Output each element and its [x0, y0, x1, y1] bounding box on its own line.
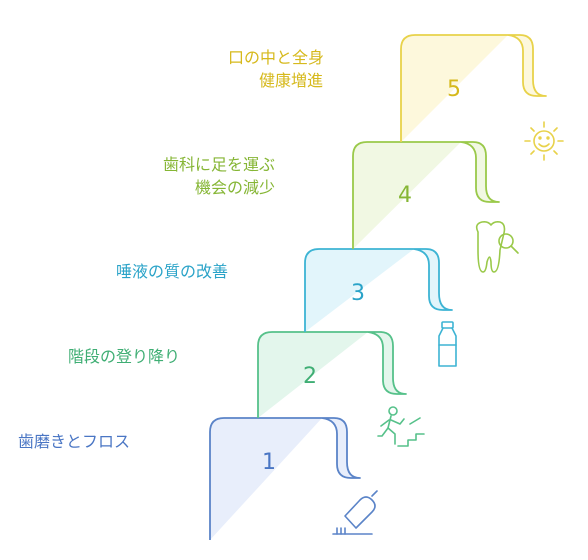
- step-4-number: 4: [398, 183, 412, 208]
- step-4: 4 歯科に足を運ぶ 機会の減少: [163, 141, 519, 273]
- step-1-number: 1: [262, 450, 276, 475]
- stairs-climbing-icon: [377, 406, 425, 447]
- step-2-number: 2: [303, 364, 317, 389]
- step-1: 1 歯磨きとフロス: [18, 417, 378, 540]
- step-2-label: 階段の登り降り: [68, 347, 180, 366]
- step-5-scroll: [400, 34, 547, 142]
- step-3-scroll: [304, 248, 453, 332]
- step-3-label: 唾液の質の改善: [116, 262, 228, 281]
- step-1-scroll: [209, 417, 361, 540]
- step-5-number: 5: [447, 77, 461, 102]
- sun-smile-icon: [524, 121, 564, 161]
- tooth-magnifier-icon: [475, 221, 519, 273]
- step-5-label-line-2: 健康増進: [259, 71, 323, 90]
- step-3-number: 3: [351, 281, 365, 306]
- step-4-label-line-1: 歯科に足を運ぶ: [163, 155, 275, 174]
- water-bottle-icon: [438, 321, 457, 367]
- toothbrush-toothpaste-icon: [332, 490, 378, 535]
- step-5: 5 口の中と全身 健康増進: [228, 34, 564, 161]
- step-3: 3 唾液の質の改善: [116, 248, 457, 367]
- step-4-label-line-2: 機会の減少: [195, 178, 275, 197]
- step-2-scroll: [257, 331, 407, 418]
- step-1-label: 歯磨きとフロス: [18, 432, 130, 451]
- step-2: 2 階段の登り降り: [68, 331, 425, 447]
- step-5-label-line-1: 口の中と全身: [228, 48, 324, 67]
- step-4-scroll: [352, 141, 500, 249]
